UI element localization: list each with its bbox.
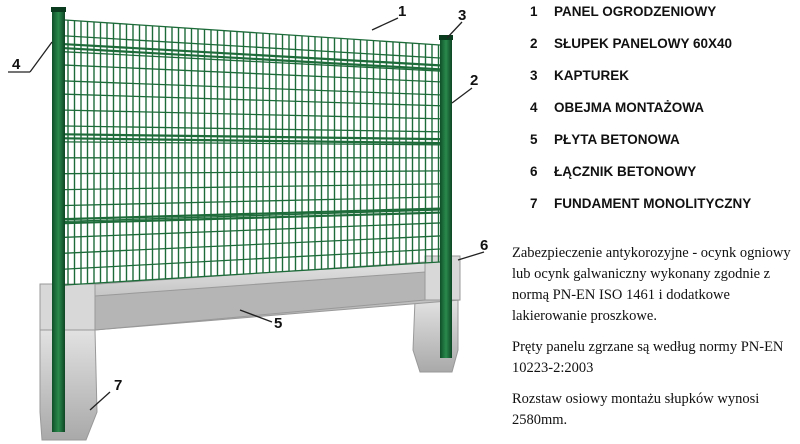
description-paragraph: Rozstaw osiowy montażu słupków wynosi 25…: [512, 391, 760, 428]
mesh-wire: [64, 261, 441, 286]
left-post: [52, 10, 65, 432]
mesh-wire: [64, 183, 441, 191]
description-paragraph: Pręty panelu zgrzane są według normy PN-…: [512, 339, 784, 376]
mesh-wire: [64, 109, 441, 120]
mesh-wire: [64, 80, 441, 96]
mesh-wire: [64, 43, 441, 67]
mesh-wire: [64, 248, 441, 270]
mesh-wire: [64, 137, 441, 145]
callout-7: 7: [114, 377, 122, 394]
mesh-wire: [64, 141, 441, 146]
right-post-cap: [439, 35, 453, 40]
right-post: [440, 38, 452, 358]
callout-4: 4: [12, 56, 21, 73]
mesh-wire: [64, 222, 441, 238]
mesh-wire: [64, 19, 441, 46]
mesh-wire: [64, 93, 441, 107]
left-post-cap: [51, 7, 66, 12]
callout-2: 2: [470, 72, 478, 89]
mesh-wire: [64, 170, 441, 175]
description: Zabezpieczenie antykorozyjne - ocynk ogn…: [512, 243, 800, 441]
callout-5: 5: [274, 315, 282, 332]
fence-panel-mesh: [64, 19, 441, 286]
mesh-wire: [64, 211, 441, 225]
left-connector: [39, 283, 96, 331]
mesh-wire: [64, 196, 441, 207]
mesh-wire: [64, 51, 441, 72]
mesh-wire: [64, 125, 441, 133]
callout-1: 1: [398, 3, 406, 20]
callout-6: 6: [480, 237, 488, 254]
mesh-wire: [64, 64, 441, 83]
mesh-wire: [64, 209, 441, 223]
mesh-wire: [64, 35, 441, 59]
mesh-wire: [64, 207, 441, 221]
mesh-wire: [64, 133, 441, 141]
description-paragraph: Zabezpieczenie antykorozyjne - ocynk ogn…: [512, 245, 791, 324]
mesh-wire: [64, 235, 441, 254]
callout-3: 3: [458, 7, 466, 24]
mesh-wire: [64, 47, 441, 71]
left-foundation: [39, 329, 98, 441]
